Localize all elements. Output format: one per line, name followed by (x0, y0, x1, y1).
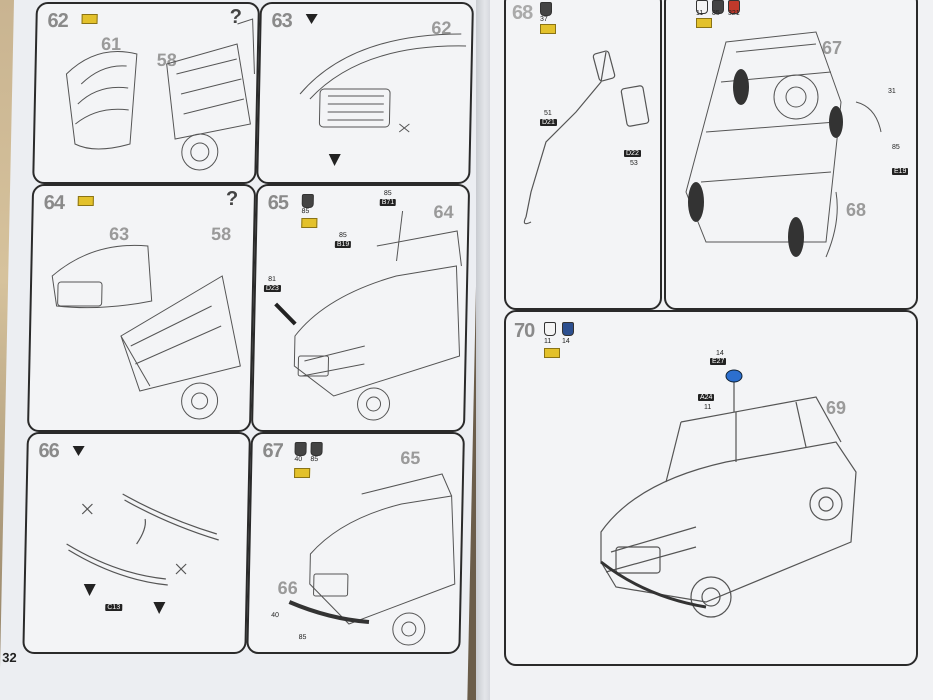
grille-drawing (299, 33, 467, 166)
bumper-parts-drawing (66, 493, 219, 614)
step-number: 70 (514, 320, 535, 342)
hood-engine-drawing (65, 18, 255, 171)
step-62-panel: 62 ? 61 58 (32, 2, 260, 184)
car-front-drawing (274, 210, 462, 421)
step-63-panel: 63 62 (256, 2, 474, 184)
step-70-panel: 70 11 14 69 14 E27 A24 11 (504, 310, 918, 666)
exhaust-drawing (523, 50, 650, 225)
ref-number: 85 (892, 144, 900, 151)
chassis-underside-drawing (685, 31, 882, 258)
ref-number: 53 (630, 160, 638, 167)
left-page: 62 ? 61 58 63 62 (0, 0, 482, 700)
part-label: 68 (846, 200, 867, 220)
glue-icon (540, 24, 556, 34)
paint-pot-icon (540, 2, 552, 16)
step-67-panel: 67 40 85 65 66 40 85 (246, 432, 465, 654)
paint-pot-icon (544, 322, 556, 336)
part-ref: E27 (710, 358, 727, 365)
paint-code: 321 (728, 10, 740, 17)
glue-icon (544, 348, 560, 358)
paint-pot-icon (562, 322, 574, 336)
bumper-mount-drawing (288, 473, 456, 646)
part-ref: D21 (540, 119, 557, 126)
step-chassis-panel: 11 85 321 67 68 31 85 E19 (664, 0, 918, 310)
step-64-panel: 64 ? 63 58 (26, 184, 257, 432)
ref-number: 14 (716, 350, 724, 357)
part-label: 67 (822, 38, 843, 58)
front-assembly-drawing (51, 244, 241, 420)
part-label: 69 (826, 398, 847, 418)
ref-number: 31 (888, 88, 896, 95)
finished-car-drawing (600, 369, 857, 618)
paint-pot-icon (728, 0, 740, 14)
paint-code: 85 (712, 10, 720, 17)
part-ref: E19 (892, 168, 909, 175)
ref-number: 51 (544, 110, 552, 117)
right-page: 68 37 51 D21 D22 53 11 85 321 67 68 31 8… (490, 0, 933, 700)
paint-pot-icon (696, 0, 708, 14)
step-65-panel: 65 85 64 85 B71 85 B19 81 D23 (250, 184, 471, 432)
glue-icon (696, 18, 712, 28)
page-number: 32 (2, 650, 17, 665)
paint-code: 14 (562, 338, 570, 345)
step-68-panel: 68 37 51 D21 D22 53 (504, 0, 662, 310)
step-66-panel: 66 C13 (22, 432, 251, 654)
part-ref: A24 (698, 394, 715, 401)
paint-pot-icon (712, 0, 724, 14)
step-number: 68 (512, 2, 533, 24)
part-ref: D22 (624, 150, 641, 157)
ref-number: 11 (704, 404, 712, 411)
paint-code: 11 (544, 338, 552, 345)
paint-code: 37 (540, 16, 548, 23)
paint-code: 11 (696, 10, 704, 17)
